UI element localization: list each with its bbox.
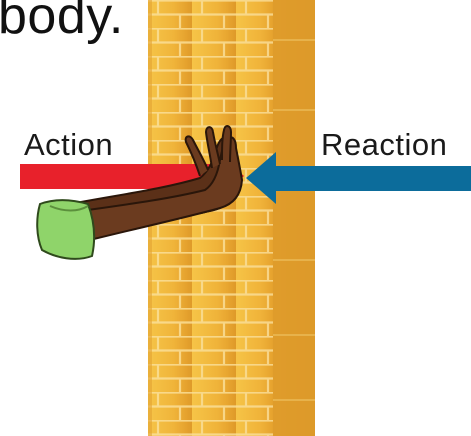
action-label: Action: [24, 128, 113, 162]
reaction-label: Reaction: [321, 128, 447, 162]
